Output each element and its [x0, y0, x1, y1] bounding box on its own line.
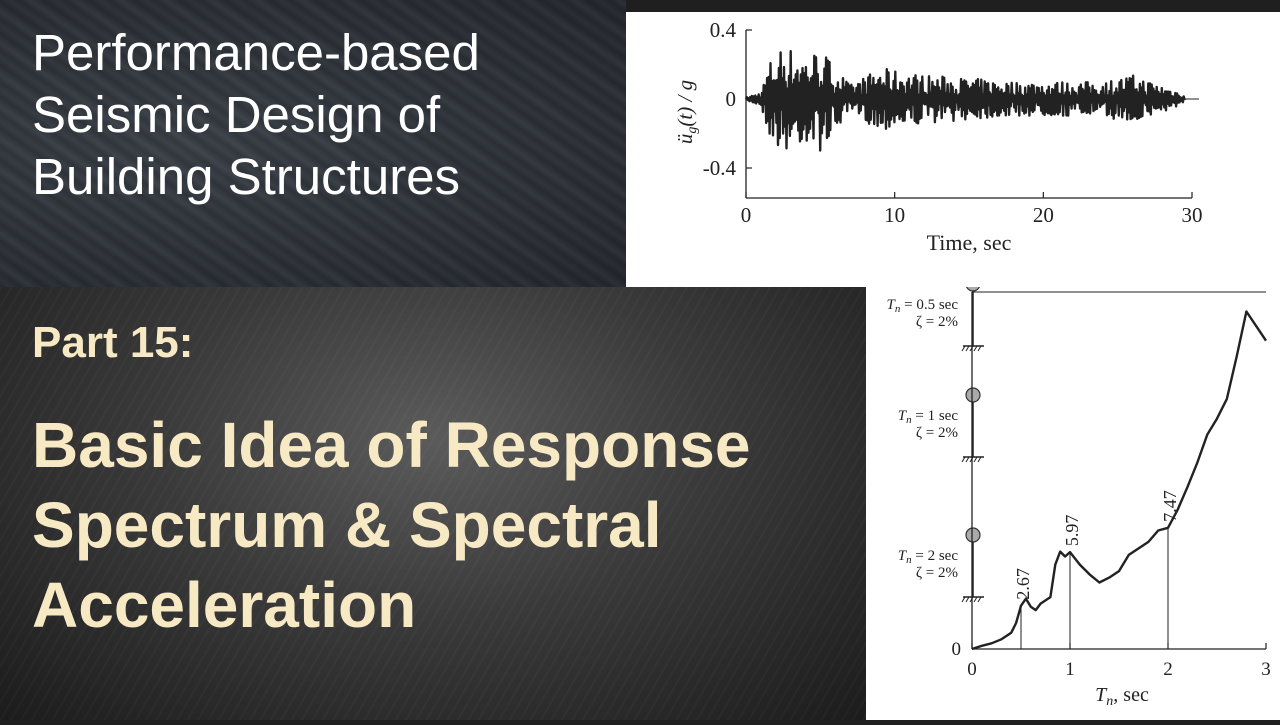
ground-hatch [977, 596, 982, 603]
part-label: Part 15: [32, 318, 194, 367]
main-title-line: Performance-based [32, 24, 480, 81]
y-tick-label: -0.4 [703, 156, 737, 180]
y-tick-label: 0 [726, 87, 737, 111]
ordinate-label: 5.97 [1062, 515, 1082, 547]
main-title-line: Building Structures [32, 148, 461, 205]
subtitle: Basic Idea of Response Spectrum & Spectr… [32, 405, 862, 645]
oscillator-period-label: Tn = 2 sec [898, 548, 959, 566]
ground-hatch [977, 456, 982, 463]
main-title: Performance-based Seismic Design of Buil… [32, 22, 612, 208]
y-axis-label: üg(t) / g [673, 80, 700, 144]
subtitle-line: Basic Idea of Response [32, 409, 751, 481]
oscillator-mass [965, 387, 981, 403]
acceleration-trace [744, 50, 1186, 152]
oscillator-mass [965, 527, 981, 543]
title-background [0, 0, 626, 287]
oscillator-mass [965, 276, 981, 292]
subtitle-line: Acceleration [32, 569, 417, 641]
oscillator-damping-label: ζ = 2% [916, 425, 958, 441]
x-axis-label: Time, sec [927, 230, 1012, 255]
ground-hatch [965, 456, 970, 463]
ground-hatch [973, 345, 978, 352]
oscillator-damping-label: ζ = 2% [916, 314, 958, 330]
x-tick-label: 3 [1261, 659, 1271, 680]
x-tick-label: 10 [884, 203, 905, 227]
ground-hatch [977, 345, 982, 352]
oscillator-period-label: Tn = 0.5 sec [887, 297, 959, 315]
ground-hatch [961, 596, 966, 603]
oscillator-damping-label: ζ = 2% [916, 565, 958, 581]
y-tick-label: 0 [952, 639, 962, 660]
ordinate-label: 2.67 [1013, 568, 1033, 600]
x-tick-label: 2 [1163, 659, 1173, 680]
ordinate-label: 7.47 [1160, 490, 1180, 522]
subtitle-line: Spectrum & Spectral [32, 489, 662, 561]
spectrum-curve [971, 310, 1267, 651]
ground-hatch [965, 345, 970, 352]
x-tick-label: 0 [741, 203, 752, 227]
subtitle-background [0, 287, 866, 720]
x-axis-label: Tn, sec [1095, 684, 1149, 709]
ground-hatch [965, 596, 970, 603]
ground-hatch [973, 596, 978, 603]
x-tick-label: 20 [1033, 203, 1054, 227]
x-tick-label: 0 [967, 659, 977, 680]
x-tick-label: 1 [1065, 659, 1075, 680]
y-tick-label: 0.4 [710, 18, 737, 42]
oscillator-period-label: Tn = 1 sec [898, 408, 959, 426]
main-title-line: Seismic Design of [32, 86, 441, 143]
x-tick-label: 30 [1182, 203, 1203, 227]
ground-hatch [961, 345, 966, 352]
ground-hatch [973, 456, 978, 463]
ground-hatch [961, 456, 966, 463]
